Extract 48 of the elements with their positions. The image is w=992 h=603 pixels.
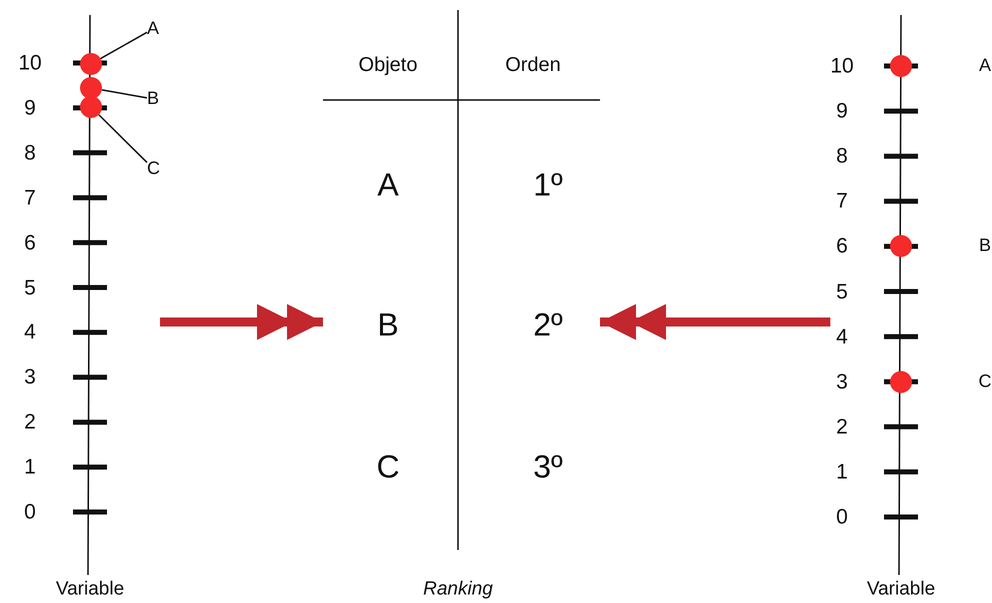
tick-label: 6 [836,234,848,258]
tick-label: 4 [24,320,36,344]
table-cell: C [376,449,400,485]
tick-label: 1 [24,456,36,479]
data-point [80,77,102,99]
point-label: C [147,159,160,179]
data-point [80,96,102,118]
axis-caption: Variable [56,580,124,600]
tick-label: 10 [830,54,854,78]
tick-label: 3 [24,366,36,389]
point-label: C [978,372,992,392]
tick-label: 5 [836,280,848,304]
leader-line [102,89,148,99]
tick-label: 0 [836,505,848,529]
point-label: A [147,19,160,39]
data-point [80,53,102,75]
data-point [890,235,912,258]
tick-label: 6 [24,231,36,254]
tick-label: 9 [836,100,848,123]
tick-label: 10 [18,51,42,75]
table-cell: B [377,307,399,343]
tick-label: 5 [24,276,36,300]
column-header: Orden [505,54,561,76]
data-point [890,55,912,77]
table-cell: 3º [533,449,563,485]
tick-label: 3 [836,370,848,394]
tick-label: 7 [24,186,36,210]
column-header: Objeto [358,54,418,76]
point-label: B [147,89,160,109]
tick-label: 1 [836,460,848,484]
tick-label: 8 [836,144,848,168]
tick-label: 2 [24,410,36,434]
leader-line [100,32,148,60]
table-cell: 1º [533,167,563,203]
data-point [890,370,912,393]
point-label: A [979,56,991,76]
tick-label: 9 [24,96,36,120]
tick-label: 4 [836,325,848,348]
leader-line [98,114,148,163]
table-caption: Ranking [423,580,493,600]
table-cell: A [377,167,399,203]
axis-caption: Variable [866,580,936,600]
tick-label: 2 [836,415,848,438]
tick-label: 7 [836,190,848,213]
table-cell: 2º [533,307,563,343]
tick-label: 0 [24,500,36,524]
point-label: B [979,236,991,256]
tick-label: 8 [24,141,36,164]
